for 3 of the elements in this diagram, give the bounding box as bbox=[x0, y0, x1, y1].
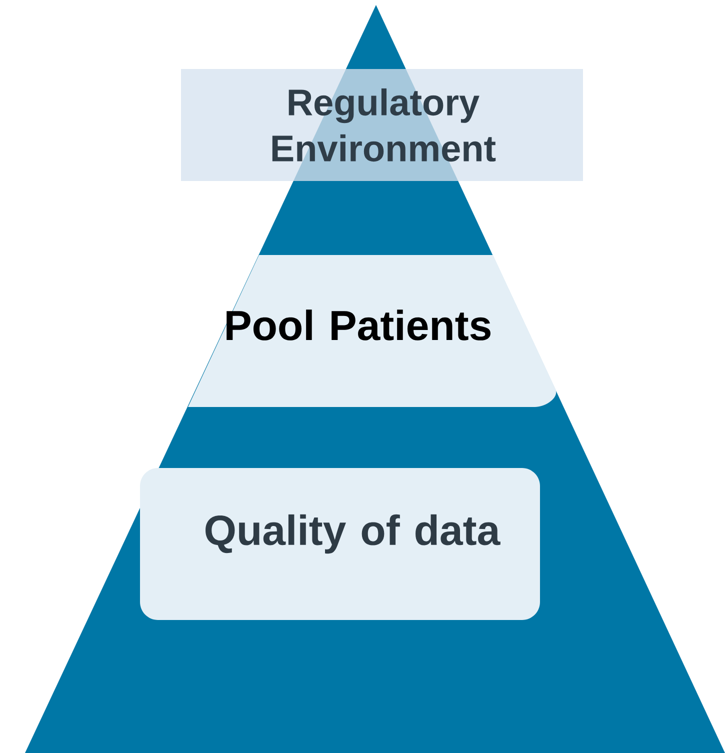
label-box: Regulatory Environment bbox=[181, 69, 583, 181]
rounded-box: Quality of data bbox=[140, 468, 540, 620]
pyramid-band: Pool Patients bbox=[188, 255, 556, 407]
